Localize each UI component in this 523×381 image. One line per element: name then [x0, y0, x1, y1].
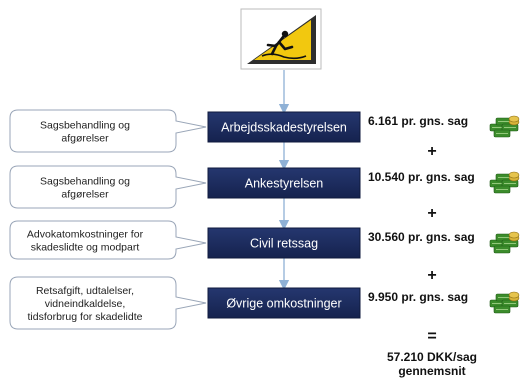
- description-line: skadeslidte og modpart: [31, 242, 140, 254]
- steps-layer: Sagsbehandling ogafgørelserArbejdsskades…: [9, 109, 520, 330]
- total-caption: gennemsnit: [398, 364, 465, 378]
- money-stack-icon: [489, 171, 520, 194]
- plus-sign: +: [427, 267, 436, 284]
- description-callout: [9, 276, 207, 330]
- step-label: Øvrige omkostninger: [226, 297, 341, 311]
- flow-step: Retsafgift, udtalelser,vidneindkaldelse,…: [9, 276, 520, 330]
- step-label: Ankestyrelsen: [245, 177, 324, 191]
- step-cost: 9.950 pr. gns. sag: [368, 290, 468, 304]
- step-label: Civil retssag: [250, 237, 318, 251]
- money-stack-icon: [489, 231, 520, 254]
- description-callout: [9, 165, 207, 209]
- equals-sign: =: [427, 328, 436, 345]
- step-box: [207, 111, 361, 143]
- description-line: vidneindkaldelse,: [45, 298, 126, 310]
- description-line: Sagsbehandling og: [40, 176, 130, 188]
- step-cost: 10.540 pr. gns. sag: [368, 170, 475, 184]
- description-line: afgørelser: [61, 133, 109, 145]
- money-stack-icon: [489, 115, 520, 138]
- description-line: afgørelser: [61, 189, 109, 201]
- description-callout: [9, 109, 207, 153]
- step-box: [207, 227, 361, 259]
- description-line: Sagsbehandling og: [40, 120, 130, 132]
- step-box: [207, 287, 361, 319]
- description-line: Advokatomkostninger for: [27, 229, 144, 241]
- money-stack-icon: [489, 291, 520, 314]
- description-line: tidsforbrug for skadelidte: [28, 311, 143, 323]
- plus-sign: +: [427, 143, 436, 160]
- total-amount: 57.210 DKK/sag: [387, 350, 477, 364]
- step-label: Arbejdsskadestyrelsen: [221, 121, 347, 135]
- total-group: = 57.210 DKK/sag gennemsnit: [387, 328, 477, 378]
- description-callout: [9, 220, 207, 260]
- slippery-floor-warning-icon: [240, 8, 322, 70]
- step-box: [207, 167, 361, 199]
- description-line: Retsafgift, udtalelser,: [36, 285, 134, 297]
- step-cost: 30.560 pr. gns. sag: [368, 230, 475, 244]
- step-cost: 6.161 pr. gns. sag: [368, 114, 468, 128]
- plus-sign: +: [427, 205, 436, 222]
- operators-layer: + + +: [427, 143, 436, 284]
